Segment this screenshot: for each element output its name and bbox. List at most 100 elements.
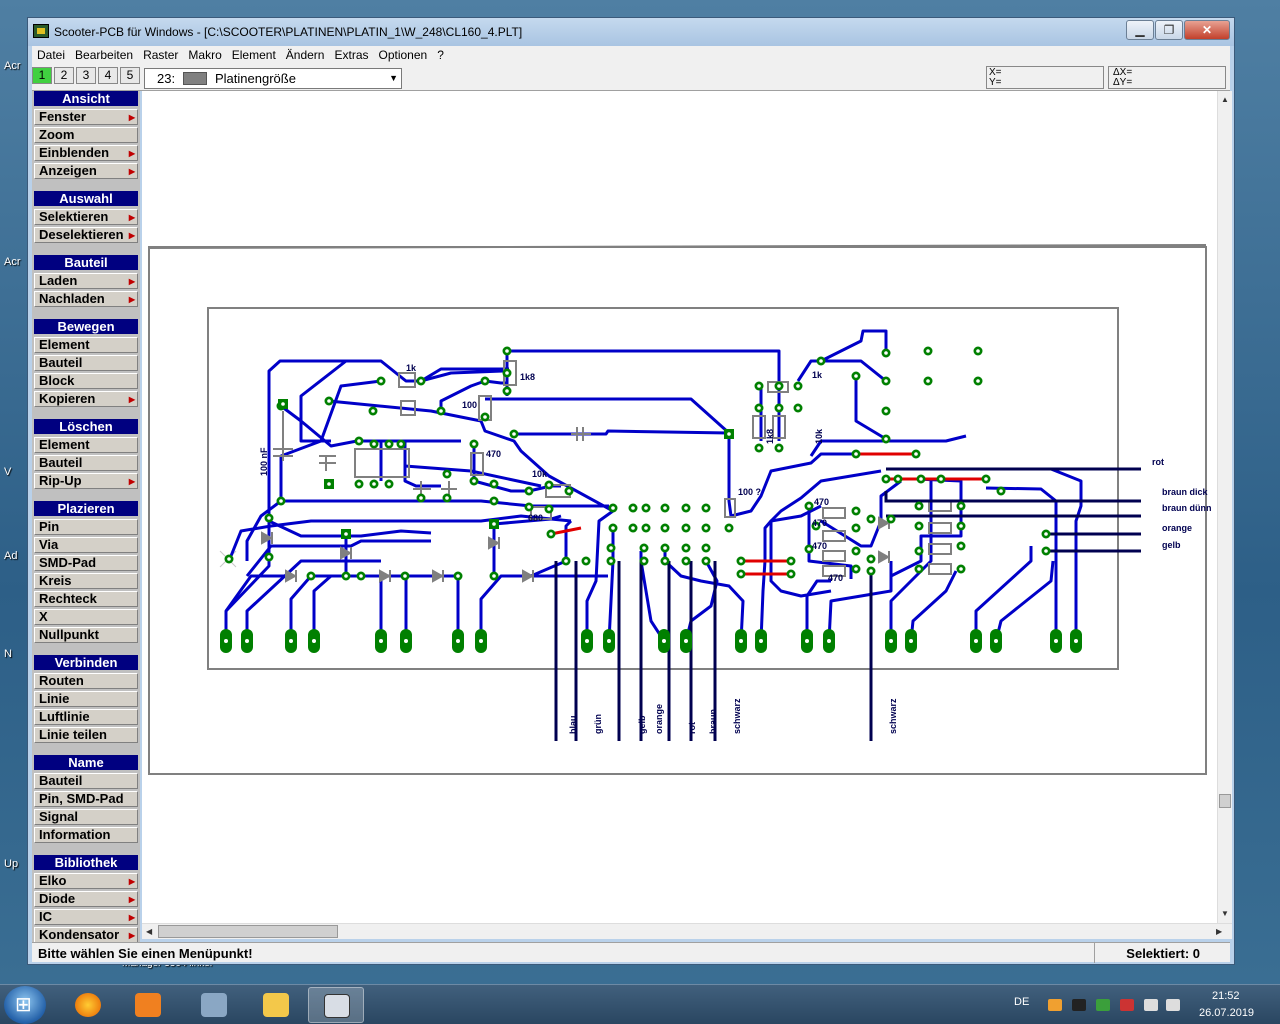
- sidebar-button-label: Fenster: [39, 109, 86, 124]
- scroll-down-icon[interactable]: ▼: [1221, 909, 1229, 918]
- sidebar-button[interactable]: Element: [34, 337, 138, 353]
- components: [261, 360, 952, 583]
- horizontal-scrollbar[interactable]: ◀ ▶: [142, 923, 1232, 939]
- restore-button[interactable]: ❐: [1155, 20, 1183, 40]
- sidebar-button[interactable]: Laden▶: [34, 273, 138, 289]
- sidebar-button[interactable]: Selektieren▶: [34, 209, 138, 225]
- desktop-icon-label[interactable]: N: [4, 648, 12, 660]
- sidebar-button[interactable]: Bauteil: [34, 355, 138, 371]
- menu-help[interactable]: ?: [437, 48, 444, 62]
- scroll-right-icon[interactable]: ▶: [1216, 927, 1223, 936]
- sidebar-button[interactable]: Information: [34, 827, 138, 843]
- sidebar-button[interactable]: Rechteck: [34, 591, 138, 607]
- taskbar-audio[interactable]: [186, 987, 242, 1023]
- menu-datei[interactable]: Datei: [37, 48, 66, 62]
- tray-monitor-icon[interactable]: [1072, 999, 1086, 1011]
- desktop-icon-label[interactable]: Up: [4, 858, 19, 870]
- sidebar-button[interactable]: Routen: [34, 673, 138, 689]
- sidebar-button[interactable]: Pin, SMD-Pad: [34, 791, 138, 807]
- sidebar-button[interactable]: X: [34, 609, 138, 625]
- pad-hole: [739, 572, 743, 576]
- sidebar-button[interactable]: Anzeigen▶: [34, 163, 138, 179]
- sidebar-button[interactable]: Kopieren▶: [34, 391, 138, 407]
- layer-tab-4[interactable]: 4: [98, 67, 118, 84]
- sidebar-button[interactable]: Elko▶: [34, 873, 138, 889]
- sidebar-button[interactable]: Einblenden▶: [34, 145, 138, 161]
- taskbar-scooter-pcb[interactable]: [308, 987, 364, 1023]
- sidebar-button[interactable]: Linie: [34, 691, 138, 707]
- sidebar-button[interactable]: Rip-Up▶: [34, 473, 138, 489]
- menu-element[interactable]: Element: [231, 48, 276, 62]
- desktop-icon-label[interactable]: V: [4, 466, 12, 478]
- menu-makro[interactable]: Makro: [188, 48, 222, 62]
- selection-count: Selektiert: 0: [1126, 946, 1200, 961]
- menu-bearbeiten[interactable]: Bearbeiten: [75, 48, 134, 62]
- sidebar-button[interactable]: Fenster▶: [34, 109, 138, 125]
- close-button[interactable]: ✕: [1184, 20, 1230, 40]
- tray-volume-icon[interactable]: [1144, 999, 1158, 1011]
- pads: [220, 346, 1082, 653]
- start-button[interactable]: [4, 986, 46, 1024]
- component-label: 470: [828, 573, 843, 583]
- sidebar-button[interactable]: Bauteil: [34, 455, 138, 471]
- layer-tab-5[interactable]: 5: [120, 67, 140, 84]
- taskbar-explorer[interactable]: [248, 987, 304, 1023]
- sidebar-button[interactable]: Zoom: [34, 127, 138, 143]
- minimize-button[interactable]: ▁: [1126, 20, 1154, 40]
- desktop-icon-label[interactable]: Acr: [4, 256, 21, 268]
- pad-hole: [959, 544, 963, 548]
- horizontal-scroll-thumb[interactable]: [158, 925, 338, 938]
- sidebar-button[interactable]: Via: [34, 537, 138, 553]
- sidebar-button[interactable]: Diode▶: [34, 891, 138, 907]
- title-bar[interactable]: Scooter-PCB für Windows - [C:\SCOOTER\PL…: [28, 18, 1234, 46]
- tray-app-icon[interactable]: [1048, 999, 1062, 1011]
- layer-tab-3[interactable]: 3: [76, 67, 96, 84]
- sidebar-button[interactable]: Luftlinie: [34, 709, 138, 725]
- sidebar-button[interactable]: Pin: [34, 519, 138, 535]
- sidebar-button[interactable]: SMD-Pad: [34, 555, 138, 571]
- menu-aendern[interactable]: Ändern: [285, 48, 325, 62]
- sidebar-button[interactable]: Nachladen▶: [34, 291, 138, 307]
- pad-hole: [805, 639, 809, 643]
- sidebar-button[interactable]: Bauteil: [34, 773, 138, 789]
- tray-flag-icon[interactable]: [1120, 999, 1134, 1011]
- tray-network-icon[interactable]: [1166, 999, 1180, 1011]
- taskbar-media-player[interactable]: [120, 987, 176, 1023]
- clock-time[interactable]: 21:52: [1212, 990, 1240, 1002]
- scroll-up-icon[interactable]: ▲: [1221, 95, 1229, 104]
- sidebar-button[interactable]: Deselektieren▶: [34, 227, 138, 243]
- layer-tab-2[interactable]: 2: [54, 67, 74, 84]
- language-indicator[interactable]: DE: [1014, 996, 1030, 1008]
- tray-check-icon[interactable]: [1096, 999, 1110, 1011]
- chevron-down-icon[interactable]: ▼: [389, 73, 398, 83]
- sidebar-button[interactable]: Linie teilen: [34, 727, 138, 743]
- sidebar-button[interactable]: IC▶: [34, 909, 138, 925]
- pcb-canvas[interactable]: 1k 1k8 100 100 nF 470 10k 680 100 ? 1k 1…: [142, 91, 1217, 923]
- layer-tab-1[interactable]: 1: [32, 67, 52, 84]
- menu-raster[interactable]: Raster: [143, 48, 179, 62]
- sidebar-button[interactable]: Kondensator▶: [34, 927, 138, 943]
- sidebar-button[interactable]: Kreis: [34, 573, 138, 589]
- menu-extras[interactable]: Extras: [334, 48, 369, 62]
- wire-label: grün: [593, 714, 603, 734]
- sidebar-button[interactable]: Element: [34, 437, 138, 453]
- vertical-scrollbar[interactable]: ▲ ▼: [1217, 91, 1232, 923]
- desktop-icon-label[interactable]: Ad: [4, 550, 18, 562]
- desktop-icon-label[interactable]: Acr: [4, 60, 21, 72]
- scroll-left-icon[interactable]: ◀: [146, 927, 153, 936]
- sidebar-button-label: Laden: [39, 273, 78, 288]
- pad-hole: [663, 506, 667, 510]
- clock-date[interactable]: 26.07.2019: [1199, 1007, 1255, 1019]
- layer-select[interactable]: 23: Platinengröße ▼: [144, 68, 402, 89]
- taskbar-firefox[interactable]: [60, 987, 116, 1023]
- pcb-trace: [439, 379, 486, 411]
- menu-optionen[interactable]: Optionen: [378, 48, 428, 62]
- sidebar-button-label: Kopieren: [39, 391, 96, 406]
- sidebar-button[interactable]: Signal: [34, 809, 138, 825]
- pcb-drawing[interactable]: 1k 1k8 100 100 nF 470 10k 680 100 ? 1k 1…: [142, 91, 1217, 923]
- vertical-scroll-thumb[interactable]: [1219, 794, 1231, 808]
- sidebar-button[interactable]: Block: [34, 373, 138, 389]
- sidebar-button[interactable]: Nullpunkt: [34, 627, 138, 643]
- app-icon[interactable]: [33, 24, 49, 38]
- layer-number: 23:: [157, 71, 176, 86]
